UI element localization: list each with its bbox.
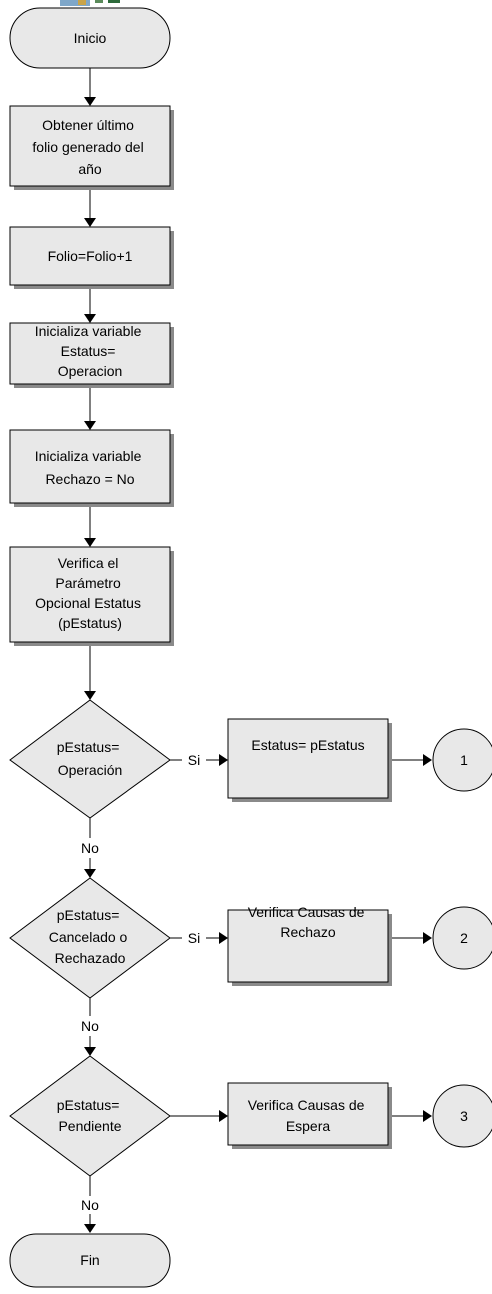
logo (60, 0, 120, 6)
decision-cancelado-label: pEstatus= Cancelado o Rechazado (49, 907, 132, 966)
end-terminator: Fin (9, 1233, 171, 1288)
process-causas-rechazo: Verifica Causas de Rechazo (227, 904, 392, 986)
arrowhead (219, 932, 228, 944)
arrowhead (84, 97, 96, 106)
arrowhead (423, 1110, 432, 1122)
process-init-estatus-label: Inicializa variable Estatus= Operacion (35, 323, 146, 379)
edge-label-no: No (81, 840, 99, 856)
start-label: Inicio (74, 30, 107, 46)
arrowhead (84, 691, 96, 700)
arrowhead (423, 754, 432, 766)
connector-3: 3 (432, 1084, 492, 1148)
connector-2-label: 2 (460, 930, 468, 946)
start-terminator: Inicio (9, 7, 171, 69)
connector-3-label: 3 (460, 1108, 468, 1124)
process-set-estatus: Estatus= pEstatus (227, 718, 392, 802)
process-obtener-folio: Obtener último folio generado del año (9, 105, 174, 190)
decision-pendiente: pEstatus= Pendiente (9, 1055, 171, 1177)
edge-label-no: No (81, 1197, 99, 1213)
arrowhead (84, 538, 96, 547)
arrowhead (84, 869, 96, 878)
process-init-rechazo-label: Inicializa variable Rechazo = No (35, 448, 146, 487)
decision-cancelado: pEstatus= Cancelado o Rechazado (9, 877, 171, 999)
arrowhead (84, 218, 96, 227)
connector-1: 1 (432, 728, 492, 792)
process-init-rechazo: Inicializa variable Rechazo = No (9, 429, 174, 507)
process-causas-rechazo-label: Verifica Causas de Rechazo (248, 904, 369, 940)
end-label: Fin (80, 1252, 99, 1268)
arrowhead (84, 1224, 96, 1233)
arrowhead (84, 1047, 96, 1056)
arrowhead (219, 754, 228, 766)
edge-label-no: No (81, 1018, 99, 1034)
connector-2: 2 (432, 906, 492, 970)
arrowhead (84, 421, 96, 430)
process-obtener-label: Obtener último folio generado del año (32, 117, 147, 177)
connector-1-label: 1 (460, 752, 468, 768)
arrowhead (84, 314, 96, 323)
process-causas-espera: Verifica Causas de Espera (227, 1082, 392, 1149)
process-verifica-parametro: Verifica el Parámetro Opcional Estatus (… (9, 546, 174, 646)
process-folio-increment: Folio=Folio+1 (9, 226, 174, 289)
decision-operacion-label: pEstatus= Operación (57, 739, 124, 778)
decision-operacion: pEstatus= Operación (9, 699, 171, 819)
edge-label-si: Si (188, 752, 200, 768)
process-causas-espera-label: Verifica Causas de Espera (248, 1097, 369, 1134)
process-folio-label: Folio=Folio+1 (48, 248, 133, 264)
edge-label-si: Si (188, 930, 200, 946)
process-set-estatus-label: Estatus= pEstatus (251, 737, 364, 753)
process-init-estatus: Inicializa variable Estatus= Operacion (9, 322, 174, 388)
arrowhead (219, 1110, 228, 1122)
edges (84, 68, 432, 1233)
decision-pendiente-label: pEstatus= Pendiente (57, 1097, 124, 1134)
arrowhead (423, 932, 432, 944)
process-verifica-label: Verifica el Parámetro Opcional Estatus (… (35, 555, 145, 631)
